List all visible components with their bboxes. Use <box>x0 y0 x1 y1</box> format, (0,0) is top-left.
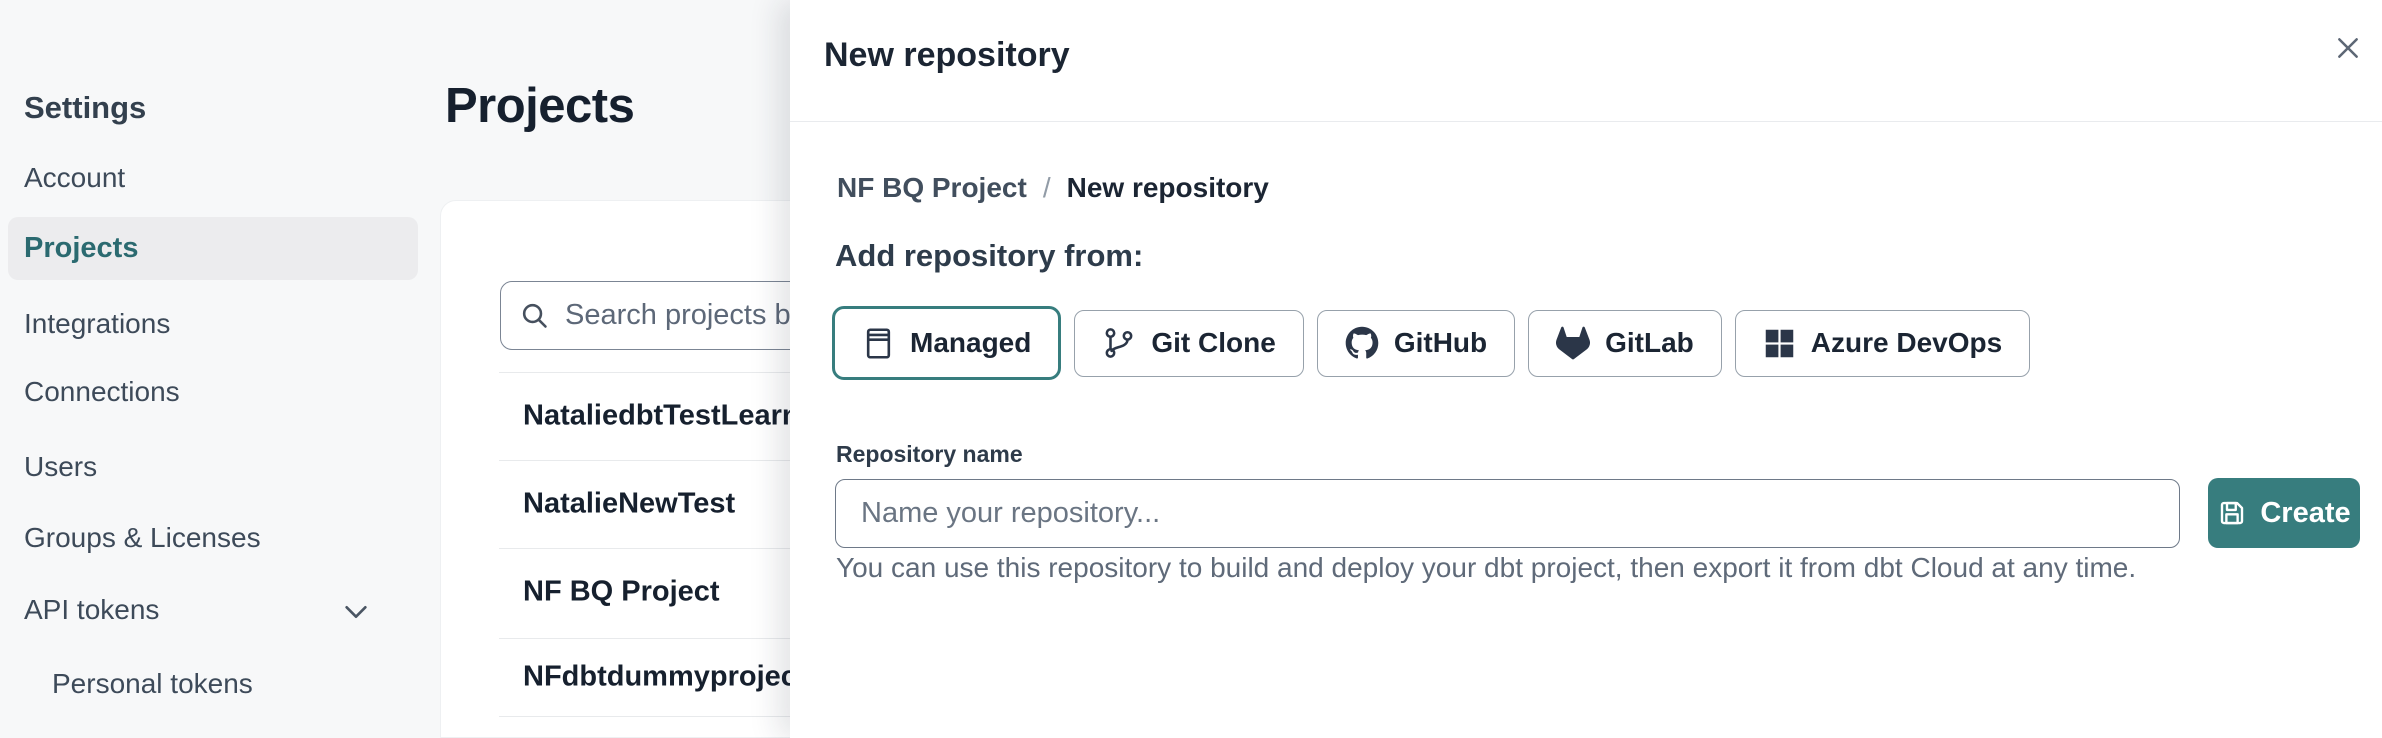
sidebar-title: Settings <box>24 90 147 125</box>
sidebar-item-users[interactable]: Users <box>24 451 98 482</box>
source-button-label: Git Clone <box>1151 327 1276 358</box>
create-button[interactable]: Create <box>2208 478 2360 548</box>
create-button-label: Create <box>2260 496 2351 529</box>
sidebar-item-projects-label: Projects <box>24 232 139 264</box>
repository-name-label: Repository name <box>836 441 1023 467</box>
git-branch-icon <box>1102 326 1136 360</box>
project-row-nfdbtdummyproject[interactable]: NFdbtdummyproject <box>441 638 2381 716</box>
repository-name-row: Create <box>835 478 2360 548</box>
github-source-button[interactable]: GitHub <box>1316 309 1516 377</box>
repository-name-input[interactable] <box>835 478 2180 548</box>
sidebar-item-projects[interactable]: Projects <box>8 217 418 280</box>
managed-repo-icon <box>862 325 895 362</box>
modal-title: New repository <box>824 36 1070 74</box>
repo-source-buttons: Managed Git Clone GitHub GitLab Azure De <box>832 306 2031 380</box>
close-icon[interactable] <box>2324 24 2372 72</box>
page-title: Projects <box>445 79 635 133</box>
git-clone-source-button[interactable]: Git Clone <box>1074 309 1304 377</box>
sidebar-item-account[interactable]: Account <box>24 162 126 193</box>
github-icon <box>1345 326 1379 360</box>
sidebar-item-connections[interactable]: Connections <box>24 376 180 407</box>
azure-devops-source-button[interactable]: Azure DevOps <box>1734 309 2031 377</box>
source-button-label: Managed <box>910 327 1032 358</box>
add-repository-heading: Add repository from: <box>835 238 1144 273</box>
breadcrumb-current: New repository <box>1066 172 1269 203</box>
repository-helper-text: You can use this repository to build and… <box>836 552 2137 583</box>
managed-source-button[interactable]: Managed <box>832 306 1062 380</box>
project-row-natalienewtest[interactable]: NatalieNewTest <box>441 460 2381 548</box>
project-name: NFdbtdummyproject <box>523 660 807 693</box>
gitlab-source-button[interactable]: GitLab <box>1528 309 1722 377</box>
gitlab-icon <box>1556 326 1591 360</box>
source-button-label: GitLab <box>1605 327 1694 358</box>
new-repository-modal: New repository NF BQ Project / New repos… <box>790 0 2382 738</box>
project-row-nataliedbttestlearn[interactable]: NataliedbtTestLearn T <box>441 372 2381 460</box>
azure-devops-icon <box>1763 327 1796 360</box>
modal-header: New repository <box>790 0 2382 122</box>
project-name: NatalieNewTest <box>523 487 736 520</box>
breadcrumb: NF BQ Project / New repository <box>837 172 1269 204</box>
source-button-label: Azure DevOps <box>1810 327 2003 358</box>
project-name: NF BQ Project <box>523 575 720 608</box>
sidebar-item-groups-licenses[interactable]: Groups & Licenses <box>24 522 261 553</box>
breadcrumb-separator: / <box>1042 172 1051 203</box>
search-icon <box>519 300 550 331</box>
chevron-down-icon[interactable] <box>340 596 372 628</box>
source-button-label: GitHub <box>1393 327 1488 358</box>
settings-sidebar: Settings Account Projects Integrations C… <box>0 0 440 738</box>
save-icon <box>2217 498 2247 528</box>
project-name: NataliedbtTestLearn T <box>523 399 826 432</box>
sidebar-item-api-tokens[interactable]: API tokens <box>24 594 160 625</box>
project-row-nf-bq-project[interactable]: NF BQ Project <box>441 548 2381 636</box>
breadcrumb-project-link[interactable]: NF BQ Project <box>837 172 1027 203</box>
sidebar-item-personal-tokens[interactable]: Personal tokens <box>52 668 253 699</box>
sidebar-item-integrations[interactable]: Integrations <box>24 308 171 339</box>
